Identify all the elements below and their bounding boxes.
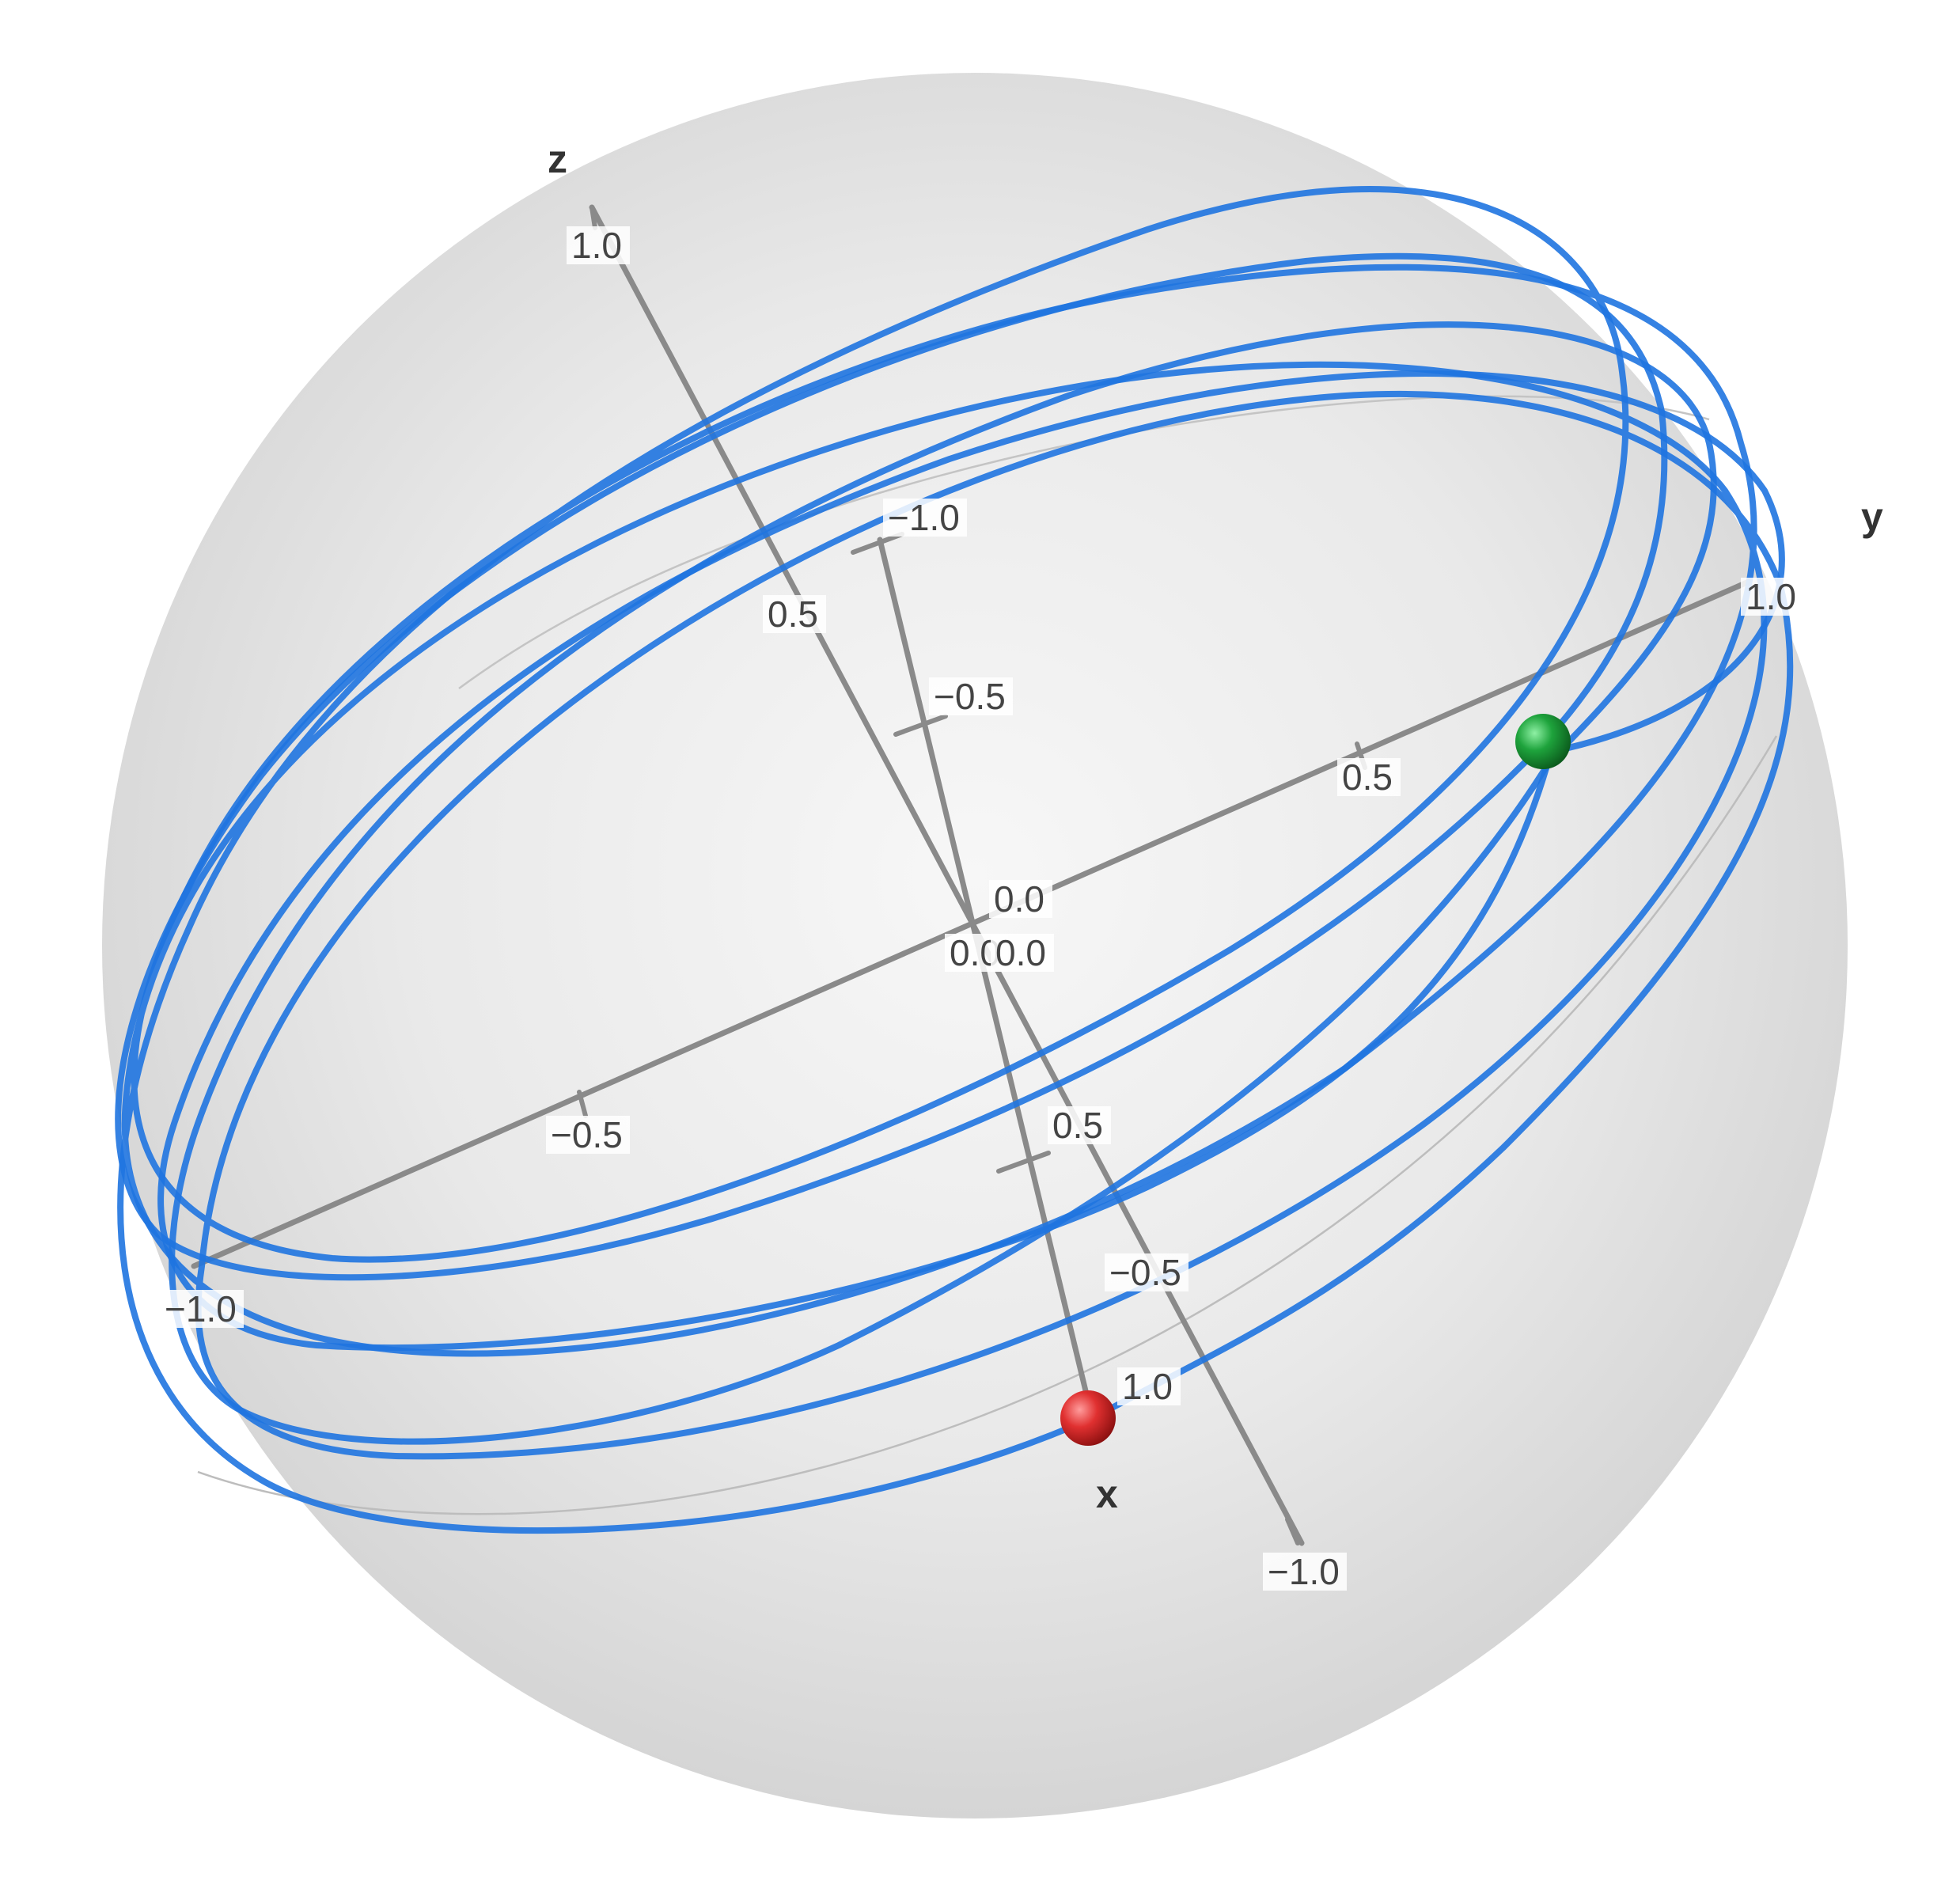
z-tick-label: −0.5 <box>1109 1252 1181 1293</box>
start-point-marker <box>1060 1390 1116 1446</box>
trajectory-loop <box>169 321 1717 1445</box>
z-tick-label: −1.0 <box>1268 1551 1340 1592</box>
z-tick-labels: 1.0 0.5 0.0 −0.5 −1.0 <box>567 225 1347 1592</box>
y-tick-label: 1.0 <box>1746 576 1796 617</box>
x-tick-mark <box>996 1151 1051 1174</box>
x-tick-labels: 1.0 0.5 0.0 −0.5 −1.0 <box>883 497 1181 1407</box>
equator-ring <box>197 735 1778 1515</box>
z-tick-mark <box>1285 1517 1300 1545</box>
x-axis-name: x <box>1096 1472 1118 1516</box>
y-tick-label: 0.5 <box>1342 757 1393 798</box>
x-tick-label: 0.5 <box>1052 1105 1103 1146</box>
trajectory-loop <box>157 370 1785 1352</box>
trajectory-loop <box>115 252 1668 1281</box>
end-point-marker <box>1515 714 1571 769</box>
trajectory-path <box>115 186 1794 1534</box>
z-tick-label: 0.0 <box>995 932 1046 973</box>
y-tick-labels: 1.0 0.5 0.0 −0.5 −1.0 <box>160 576 1804 1329</box>
x-tick-mark <box>893 714 948 737</box>
x-tick-label: −1.0 <box>888 497 960 538</box>
z-axis-name: z <box>548 137 567 181</box>
z-tick-label: 0.5 <box>768 594 818 635</box>
y-tick-mark <box>577 1090 588 1118</box>
z-tick-label: 1.0 <box>571 225 622 266</box>
x-tick-label: 1.0 <box>1122 1366 1173 1407</box>
y-tick-label: 0.0 <box>994 878 1044 920</box>
y-tick-label: −0.5 <box>551 1114 623 1155</box>
y-tick-label: −1.0 <box>165 1288 237 1329</box>
z-tick-mark <box>590 205 597 230</box>
x-tick-label: −0.5 <box>934 676 1006 717</box>
x-tick-mark <box>851 532 904 555</box>
y-axis-name: y <box>1861 495 1883 539</box>
